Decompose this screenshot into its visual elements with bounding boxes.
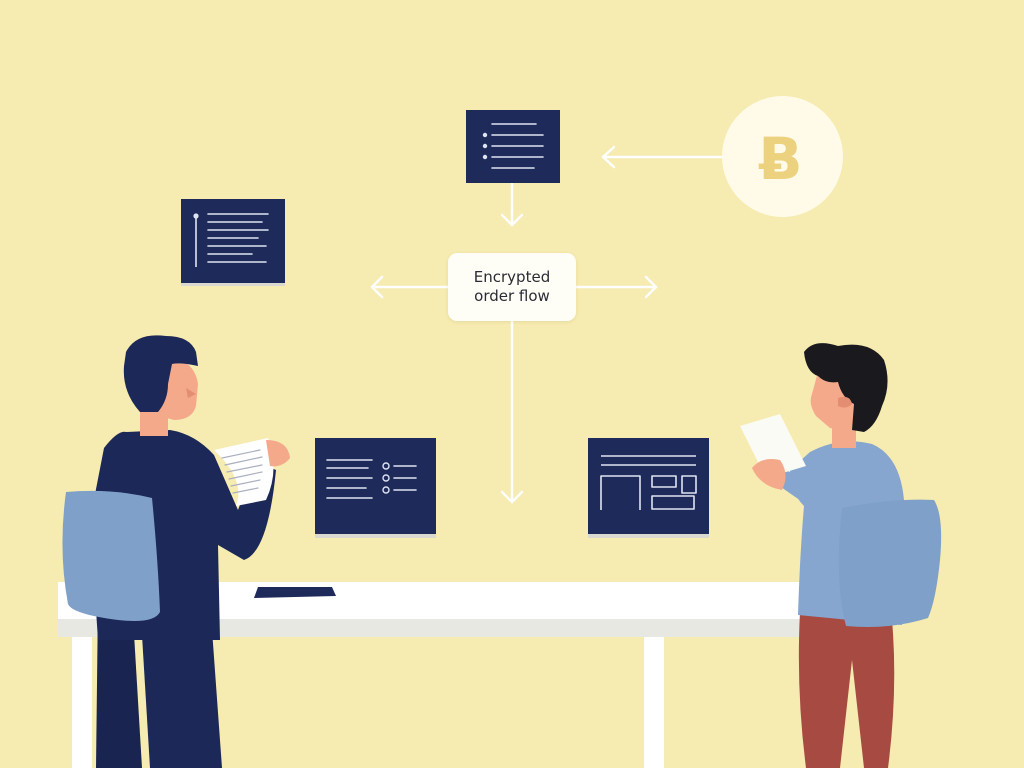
arrow-to-left [370,275,450,299]
person-right [740,343,942,768]
panel-top [466,110,560,183]
flow-arrows [370,145,724,504]
panel-bottom-left [315,438,436,538]
panel-bottom-right [588,438,709,538]
encrypted-order-flow-label: Encrypted order flow [448,253,576,321]
arrow-to-right [574,275,658,299]
arrow-from-coin [601,145,724,169]
bitcoin-coin: Ƀ [722,96,843,217]
bitcoin-icon: Ƀ [758,124,803,193]
label-line-1: Encrypted [473,268,551,286]
label-line-2: order flow [474,287,550,305]
person-left [62,335,290,768]
panel-left [181,199,285,286]
arrow-top-to-label [500,182,524,227]
arrow-down [500,319,524,504]
